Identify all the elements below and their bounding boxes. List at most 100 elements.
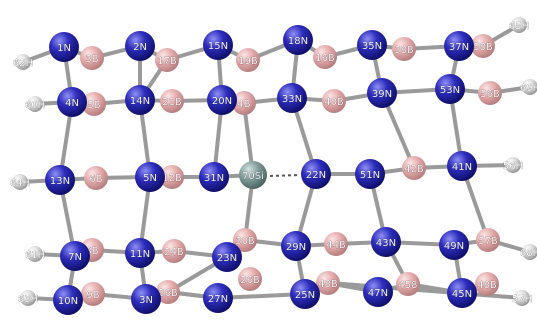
boron-atom-24B[interactable]: 24B [162, 239, 186, 263]
hydrogen-atom-63H[interactable]: 63H [18, 290, 38, 306]
boron-atom-48B[interactable]: 48B [475, 272, 499, 296]
interaction-layer [269, 174, 301, 177]
nitrogen-atom-1N[interactable]: 1N [49, 32, 79, 62]
boron-atom-icon [232, 91, 256, 115]
nitrogen-atom-icon [357, 30, 387, 60]
nitrogen-atom-7N[interactable]: 7N [60, 241, 90, 271]
nitrogen-atom-icon [283, 25, 313, 55]
nitrogen-atom-5N[interactable]: 5N [135, 162, 165, 192]
nitrogen-atom-23N[interactable]: 23N [212, 242, 242, 272]
boron-atom-icon [392, 37, 416, 61]
nitrogen-atom-3N[interactable]: 3N [131, 284, 161, 314]
nitrogen-atom-icon [57, 87, 87, 117]
nitrogen-atom-51N[interactable]: 51N [355, 159, 385, 189]
nitrogen-atom-icon [277, 83, 307, 113]
nitrogen-atom-14N[interactable]: 14N [125, 85, 155, 115]
nitrogen-atom-icon [199, 162, 229, 192]
nitrogen-atom-35N[interactable]: 35N [357, 30, 387, 60]
boron-atom-42B[interactable]: 42B [402, 156, 426, 180]
hydrogen-atom-69H[interactable]: 69H [520, 79, 537, 95]
nitrogen-atom-43N[interactable]: 43N [371, 227, 401, 257]
nitrogen-atom-25N[interactable]: 25N [290, 279, 320, 309]
hydrogen-atom-60H[interactable]: 60H [25, 96, 45, 112]
hydrogen-atom-icon [522, 244, 537, 260]
nitrogen-atom-39N[interactable]: 39N [367, 78, 397, 108]
hydrogen-atom-icon [12, 174, 28, 190]
boron-atom-3B[interactable]: 3B [80, 46, 104, 70]
boron-atom-icon [160, 165, 184, 189]
hydrogen-atom-68H[interactable]: 68H [520, 244, 537, 260]
hydrogen-atom-icon [20, 290, 36, 306]
nitrogen-atom-icon [49, 32, 79, 62]
boron-atom-40B[interactable]: 40B [322, 89, 346, 113]
hydrogen-atom-62H[interactable]: 62H [13, 54, 33, 70]
nitrogen-atom-33N[interactable]: 33N [277, 83, 307, 113]
nitrogen-atom-41N[interactable]: 41N [447, 151, 477, 181]
nitrogen-atom-13N[interactable]: 13N [45, 165, 75, 195]
boron-atom-icon [82, 92, 106, 116]
nitrogen-atom-icon [444, 31, 474, 61]
nitrogen-atom-10N[interactable]: 10N [53, 285, 83, 315]
boron-atom-icon [475, 272, 499, 296]
hydrogen-atom-64H[interactable]: 64H [10, 174, 30, 190]
nitrogen-atom-icon [355, 159, 385, 189]
boron-atom-58B[interactable]: 58B [471, 34, 495, 58]
boron-atom-38B[interactable]: 38B [392, 37, 416, 61]
nitrogen-atom-11N[interactable]: 11N [125, 238, 155, 268]
boron-atom-26B[interactable]: 26B [238, 267, 262, 291]
hydrogen-atom-icon [505, 157, 521, 173]
boron-atom-icon [396, 272, 420, 296]
nitrogen-atom-icon [131, 284, 161, 314]
nitrogen-atom-icon [212, 242, 242, 272]
boron-atom-17B[interactable]: 17B [155, 48, 179, 72]
boron-atom-icon [402, 156, 426, 180]
boron-atom-icon [160, 89, 184, 113]
nitrogen-atom-icon [207, 85, 237, 115]
nitrogen-atom-icon [203, 30, 233, 60]
boron-atom-icon [471, 34, 495, 58]
boron-atom-icon [81, 282, 105, 306]
boron-atom-6B[interactable]: 6B [84, 166, 108, 190]
boron-atom-44B[interactable]: 44B [324, 232, 348, 256]
boron-atom-16B[interactable]: 16B [313, 45, 337, 69]
nitrogen-atom-icon [290, 279, 320, 309]
nitrogen-atom-37N[interactable]: 37N [444, 31, 474, 61]
silicon-atom-icon [239, 161, 267, 189]
nitrogen-atom-4N[interactable]: 4N [57, 87, 87, 117]
hydrogen-atom-icon [522, 79, 537, 95]
nitrogen-atom-27N[interactable]: 27N [203, 283, 233, 313]
boron-atom-56B[interactable]: 56B [478, 81, 502, 105]
nitrogen-atom-icon [363, 277, 393, 307]
boron-atom-9B[interactable]: 9B [81, 282, 105, 306]
nitrogen-atom-49N[interactable]: 49N [439, 230, 469, 260]
boron-atom-19B[interactable]: 19B [236, 48, 260, 72]
nitrogen-atom-29N[interactable]: 29N [281, 231, 311, 261]
nitrogen-atom-2N[interactable]: 2N [125, 31, 155, 61]
nitrogen-atom-icon [125, 31, 155, 61]
boron-atom-icon [478, 81, 502, 105]
boron-atom-21B[interactable]: 21B [160, 89, 184, 113]
boron-atom-57B[interactable]: 57B [476, 228, 500, 252]
nitrogen-atom-icon [281, 231, 311, 261]
nitrogen-atom-icon [53, 285, 83, 315]
hydrogen-atom-61H[interactable]: 61H [25, 246, 45, 262]
hydrogen-atom-57H[interactable]: 57H [512, 290, 532, 306]
nitrogen-atom-icon [447, 278, 477, 308]
hydrogen-atom-56H[interactable]: 56H [503, 157, 523, 173]
nitrogen-atom-18N[interactable]: 18N [283, 25, 313, 55]
boron-atom-icon [238, 267, 262, 291]
hydrogen-atom-icon [27, 246, 43, 262]
hydrogen-atom-icon [27, 96, 43, 112]
nitrogen-atom-45N[interactable]: 45N [447, 278, 477, 308]
nitrogen-atom-31N[interactable]: 31N [199, 162, 229, 192]
boron-atom-458[interactable]: 458 [396, 272, 420, 296]
nitrogen-atom-15N[interactable]: 15N [203, 30, 233, 60]
nitrogen-atom-20N[interactable]: 20N [207, 85, 237, 115]
silicon-atom-70Si[interactable]: 70Si [239, 161, 267, 189]
nitrogen-atom-47N[interactable]: 47N [363, 277, 393, 307]
nitrogen-atom-22N[interactable]: 22N [301, 159, 331, 189]
nitrogen-atom-icon [45, 165, 75, 195]
nitrogen-atom-53N[interactable]: 53N [435, 74, 465, 104]
